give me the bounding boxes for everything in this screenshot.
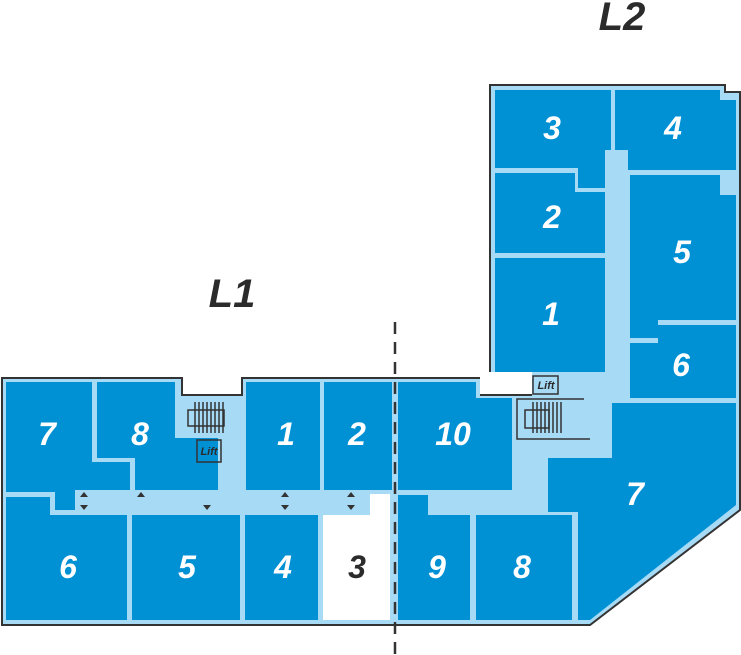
l2-room-3-label: 3	[543, 110, 561, 146]
l1-room-3-label: 3	[348, 549, 366, 585]
outside-notch	[480, 372, 532, 395]
lift-icon-l2: Lift	[532, 375, 559, 395]
l2-room-9-label: 9	[428, 549, 446, 585]
l1-room-5-label: 5	[178, 549, 197, 585]
l2-room-1-label: 1	[542, 296, 560, 332]
level-label-l2: L2	[599, 0, 646, 39]
l2-room-5-label: 5	[673, 234, 692, 270]
l2-room-2-label: 2	[542, 199, 561, 235]
l1-room-1[interactable]	[246, 382, 320, 490]
l2-room-8-label: 8	[513, 549, 531, 585]
l1-room-7-label: 7	[38, 416, 58, 452]
l2-room-9[interactable]	[398, 495, 470, 620]
stairs-icon-l1	[187, 402, 225, 433]
l2-room-2[interactable]	[495, 173, 605, 253]
svg-text:Lift: Lift	[200, 446, 218, 458]
lift-icon-l1: Lift	[196, 439, 222, 463]
l2-room-4[interactable]	[615, 90, 736, 170]
l2-room-8[interactable]	[476, 515, 572, 620]
l1-room-8[interactable]	[97, 382, 218, 490]
l2-room-7-label: 7	[626, 476, 646, 512]
l1-room-8-label: 8	[131, 416, 149, 452]
l1-room-2[interactable]	[324, 382, 392, 490]
l1-room-2-label: 2	[347, 416, 366, 452]
l2-room-10-label: 10	[435, 416, 471, 452]
l1-room-6[interactable]	[6, 497, 127, 620]
l2-room-10[interactable]	[398, 382, 512, 490]
l2-room-7[interactable]	[548, 403, 736, 620]
l2-room-6[interactable]	[630, 325, 736, 398]
l1-room-4-label: 4	[273, 549, 292, 585]
svg-text:Lift: Lift	[537, 380, 555, 392]
l1-room-6-label: 6	[59, 549, 77, 585]
l1-room-5[interactable]	[132, 515, 240, 620]
level-label-l1: L1	[209, 272, 256, 316]
l1-room-1-label: 1	[277, 416, 295, 452]
l2-room-6-label: 6	[672, 347, 690, 383]
l1-room-3-vacant[interactable]	[323, 494, 390, 620]
l1-room-4[interactable]	[245, 515, 318, 620]
l2-room-4-label: 4	[663, 110, 682, 146]
stairs-icon-l2	[516, 398, 590, 440]
l1-room-7[interactable]	[6, 382, 130, 510]
l2-room-3[interactable]	[495, 90, 611, 188]
l2-room-1[interactable]	[495, 258, 605, 372]
l2-room-5[interactable]	[630, 175, 736, 338]
door-arrows	[80, 492, 355, 510]
